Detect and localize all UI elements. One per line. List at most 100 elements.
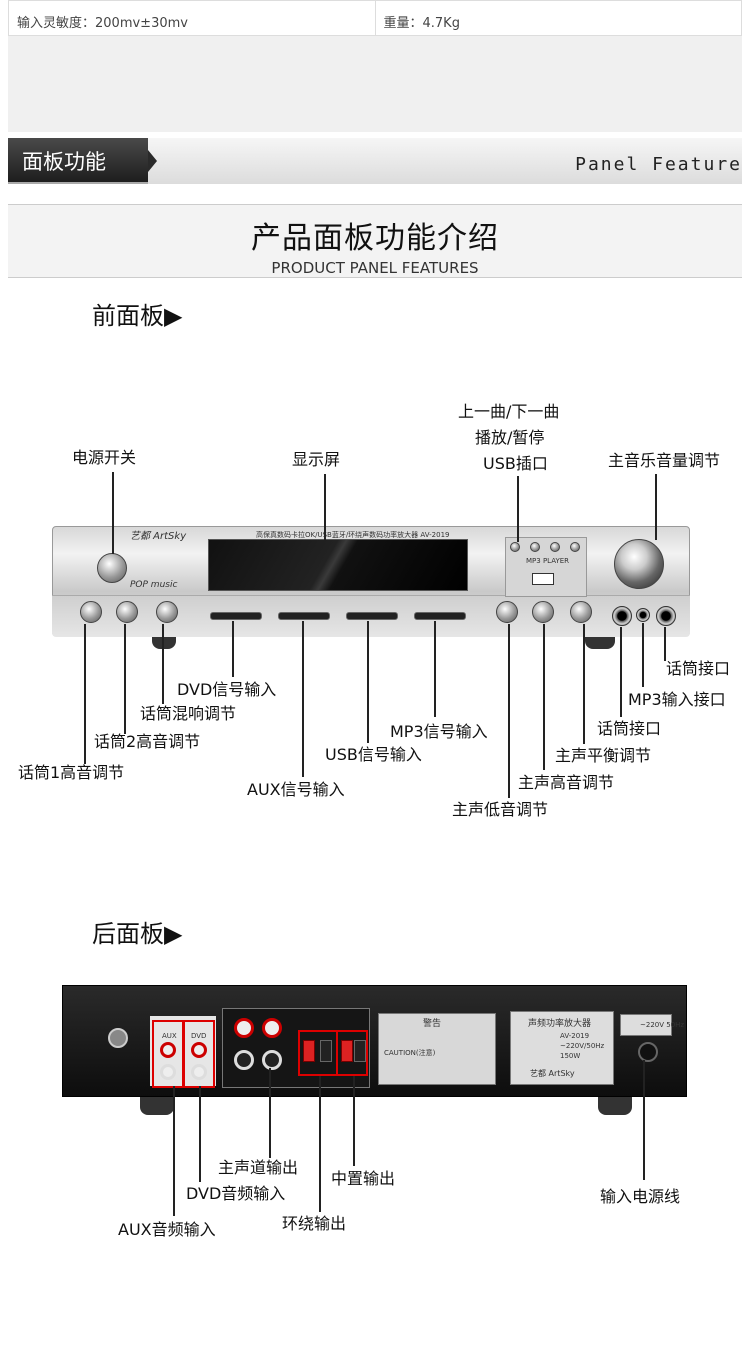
leader-volume (655, 474, 657, 540)
voltage-label (620, 1014, 672, 1036)
front-brand: 艺都 ArtSky (130, 531, 187, 542)
leader-mp3 (434, 621, 436, 717)
plate-power: ~220V/50Hz (560, 1042, 605, 1050)
leader-power (112, 472, 114, 554)
usb-input-button[interactable] (346, 612, 398, 620)
leader-main-out (269, 1068, 271, 1158)
banner-subtitle: Panel Feature (575, 154, 742, 175)
label-track-c: USB插口 (483, 454, 548, 473)
front-foot-right (585, 637, 615, 649)
leader-center-out (353, 1076, 355, 1166)
caution-label (378, 1013, 496, 1085)
front-model-text: 高保真数码卡拉OK/USB蓝牙/环绕声数码功率放大器 AV-2019 (256, 531, 450, 539)
play-pause-button[interactable] (550, 542, 560, 552)
leader-dvd-audio (199, 1086, 201, 1182)
label-usb-in: USB信号输入 (325, 745, 422, 764)
rear-screw (108, 1028, 128, 1048)
plate-model: AV-2019 (560, 1032, 590, 1040)
surround-terminal-2[interactable] (320, 1040, 332, 1062)
prev-button[interactable] (510, 542, 520, 552)
aux-tag: AUX (162, 1032, 177, 1040)
dvd-rca-left[interactable] (191, 1064, 207, 1080)
label-mp3-jack: MP3输入接口 (628, 690, 726, 709)
leader-power-cord (643, 1060, 645, 1180)
main-volume-knob[interactable] (614, 539, 664, 589)
dvd-rca-right[interactable] (191, 1042, 207, 1058)
main-out-rca-4[interactable] (262, 1050, 282, 1070)
label-surround-out: 环绕输出 (282, 1214, 347, 1233)
label-balance: 主声平衡调节 (555, 746, 652, 765)
main-out-rca-1[interactable] (234, 1018, 254, 1038)
leader-balance (583, 624, 585, 744)
spec-weight: 重量：4.7Kg (374, 1, 742, 35)
banner-title: 面板功能 (8, 138, 148, 184)
leader-mic2 (124, 624, 126, 734)
mode-button[interactable] (570, 542, 580, 552)
plate-watt: 150W (560, 1052, 581, 1060)
aux-input-button[interactable] (278, 612, 330, 620)
leader-surround-out (319, 1076, 321, 1212)
label-display: 显示屏 (292, 450, 341, 469)
label-echo: 话筒混响调节 (140, 704, 237, 723)
power-switch[interactable] (97, 553, 127, 583)
front-foot-left (152, 637, 176, 649)
voltage-text: ~220V 50Hz (640, 1021, 685, 1029)
leader-aux (302, 621, 304, 777)
label-bass: 主声低音调节 (452, 800, 549, 819)
center-out-highlight (336, 1030, 368, 1076)
label-mp3-in: MP3信号输入 (390, 722, 488, 741)
label-aux-audio: AUX音频输入 (118, 1220, 216, 1239)
leader-mp3-jack (642, 623, 644, 687)
leader-mic1 (84, 624, 86, 764)
label-mic-jack-left: 话筒接口 (597, 719, 662, 738)
center-terminal-1[interactable] (341, 1040, 353, 1062)
treble-knob[interactable] (532, 601, 554, 623)
aux-rca-right[interactable] (160, 1042, 176, 1058)
dvd-input-button[interactable] (210, 612, 262, 620)
main-out-rca-3[interactable] (234, 1050, 254, 1070)
caution-text: CAUTION(注意) (384, 1049, 436, 1057)
label-mic-jack-right: 话筒接口 (666, 659, 731, 678)
caution-title: 警告 (423, 1019, 442, 1029)
rear-foot-left (140, 1097, 174, 1115)
bass-knob[interactable] (496, 601, 518, 623)
rear-panel-heading: 后面板▶ (92, 920, 183, 948)
leader-track (517, 476, 519, 542)
mp3-player-label: MP3 PLAYER (526, 557, 570, 565)
leader-dvd (232, 621, 234, 677)
plate-title: 声频功率放大器 (528, 1019, 592, 1029)
leader-aux-audio (173, 1086, 175, 1216)
center-terminal-2[interactable] (354, 1040, 366, 1062)
mp3-input-button[interactable] (414, 612, 466, 620)
next-button[interactable] (530, 542, 540, 552)
balance-knob[interactable] (570, 601, 592, 623)
leader-echo (162, 624, 164, 704)
label-power: 电源开关 (72, 448, 137, 467)
usb-port[interactable] (532, 573, 554, 585)
leader-bass (508, 624, 510, 798)
main-out-rca-2[interactable] (262, 1018, 282, 1038)
mic-jack-left[interactable] (612, 606, 632, 626)
mic1-treble-knob[interactable] (80, 601, 102, 623)
leader-mic-right (664, 627, 666, 661)
display-screen (208, 539, 468, 591)
aux-rca-left[interactable] (160, 1064, 176, 1080)
mp3-jack[interactable] (636, 608, 650, 622)
features-title: 产品面板功能介绍 (251, 221, 499, 256)
power-cord-grommet (638, 1042, 658, 1062)
mic2-treble-knob[interactable] (116, 601, 138, 623)
rear-foot-right (598, 1097, 632, 1115)
spec-sensitivity: 输入灵敏度：200mv±30mv (17, 16, 188, 31)
label-dvd-audio: DVD音频输入 (186, 1184, 286, 1203)
label-dvd-in: DVD信号输入 (177, 680, 277, 699)
leader-usb (367, 621, 369, 743)
mic-echo-knob[interactable] (156, 601, 178, 623)
mic-jack-right[interactable] (656, 606, 676, 626)
label-main-volume: 主音乐音量调节 (608, 451, 721, 470)
label-track-b: 播放/暂停 (475, 428, 545, 447)
features-subtitle: PRODUCT PANEL FEATURES (271, 259, 479, 277)
leader-display (324, 474, 326, 540)
spec-empty-area (8, 36, 742, 132)
features-title-box: 产品面板功能介绍 PRODUCT PANEL FEATURES (8, 204, 742, 278)
surround-terminal-1[interactable] (303, 1040, 315, 1062)
